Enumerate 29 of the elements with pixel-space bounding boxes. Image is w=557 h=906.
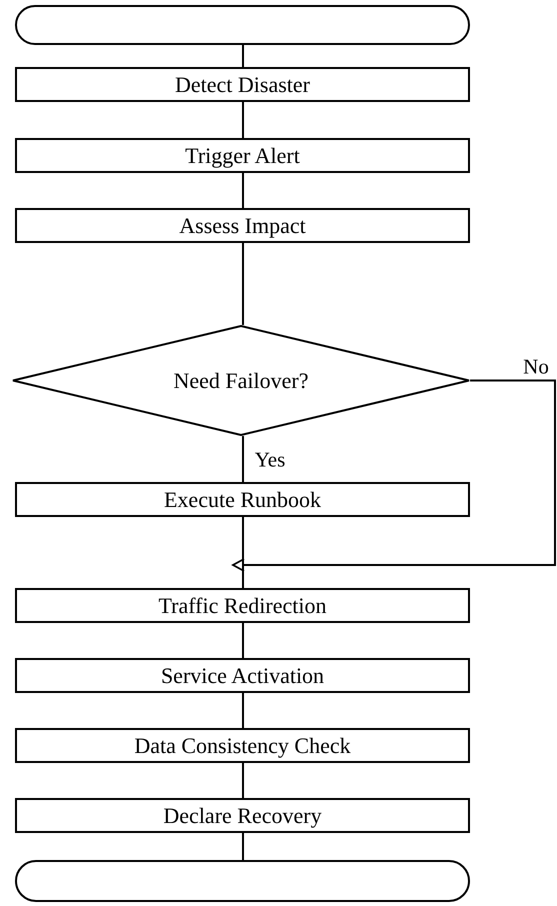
connector-line [242,623,244,658]
process-box [15,728,470,763]
connector-line [242,517,244,588]
connector-line [242,833,244,860]
process-box [15,588,470,623]
node-label: Service Activation [160,662,324,690]
process-box [15,208,470,243]
process-box [15,67,470,102]
node-label: Data Consistency Check [134,732,351,760]
node-label: Traffic Redirection [158,592,327,620]
connector-line [242,173,244,208]
node-label: Declare Recovery [163,802,322,830]
connector-line [242,693,244,728]
node-label: Detect Disaster [175,70,310,98]
node-label: Execute Runbook [164,486,322,514]
connector-line [242,763,244,798]
process-box [15,482,470,517]
process-box [15,138,470,173]
process-box [15,798,470,833]
connector-line [242,102,244,138]
node-label: Assess Impact [179,212,306,240]
node-label: Trigger Alert [185,142,300,170]
process-box [15,658,470,693]
decision-diamond [12,325,470,436]
arrow [232,380,556,572]
connector-line [242,45,244,67]
connector-line [242,243,244,325]
connector-line [242,436,244,482]
node-label: Need Failover? [174,366,308,394]
